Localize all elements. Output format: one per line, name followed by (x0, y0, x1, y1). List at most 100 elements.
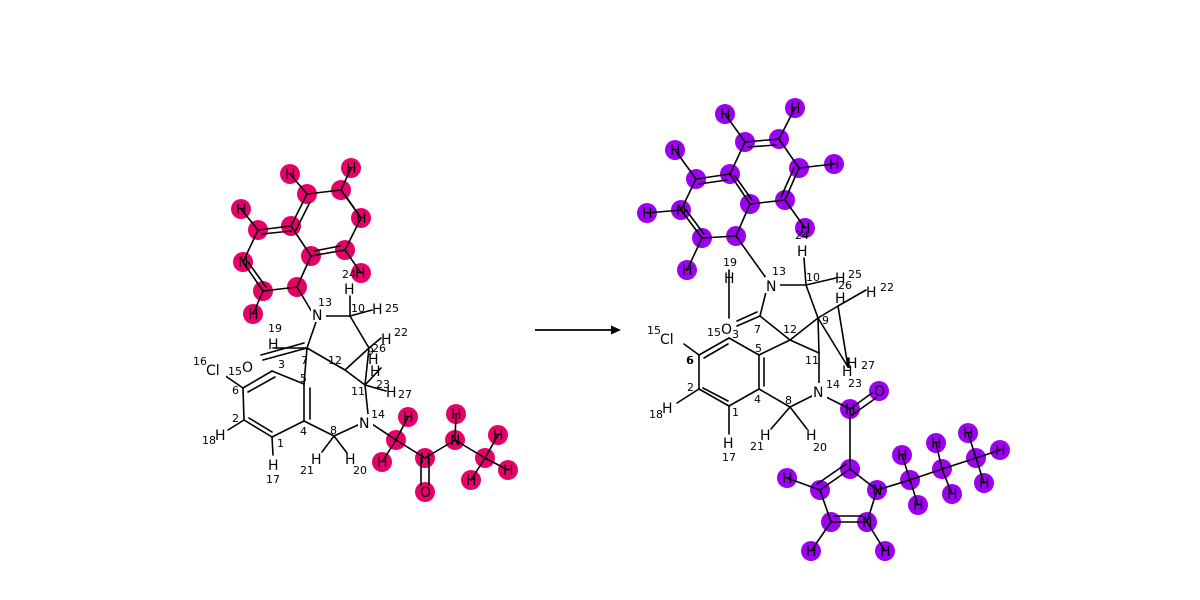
atom-number: 13 (772, 265, 786, 278)
product-highlight-labels: H H H H H N H H O H H H H H H H N H H N … (642, 101, 1006, 560)
atom-number: 23 (376, 378, 390, 391)
atom-number: 15 (228, 365, 242, 378)
atom-number: 2 (232, 412, 239, 425)
atom-number: 20 (353, 464, 367, 477)
atom-label: O (874, 384, 885, 400)
atom-label: N (450, 433, 460, 449)
atom-label: H (760, 428, 771, 444)
atom-number: 3 (732, 328, 739, 341)
atom-label: H (947, 487, 958, 503)
reactant-atom-numbers: 1 2 3 4 5 6 7 8 9 10 11 12 13 14 15 16 1… (193, 268, 412, 486)
atom-label: H (829, 157, 840, 173)
reactant-bonds (223, 167, 509, 486)
reactant-atom-labels: N N Cl O H H H H H H H H H H H H (206, 266, 397, 474)
arrow-head-icon (611, 325, 621, 335)
product-label-backs (658, 277, 827, 399)
atom-number: 8 (785, 394, 792, 407)
atom-label: Cl (206, 363, 220, 379)
atom-number: 19 (723, 256, 737, 269)
atom-number: 6 (687, 354, 694, 367)
atom-number: 11 (351, 385, 365, 398)
atom-label: N (238, 255, 248, 271)
atom-label: O (242, 360, 253, 376)
atom-label: H (346, 161, 357, 177)
reactant-label-backs (204, 306, 373, 430)
atom-number: 8 (330, 424, 337, 437)
product-atom-numbers: 1 2 3 4 5 6 7 8 9 10 11 12 13 14 15 15 1… (647, 229, 894, 464)
atom-number: 1 (277, 437, 284, 450)
atom-number: 9 (822, 314, 829, 327)
atom-label: H (372, 302, 383, 318)
atom-label: H (842, 364, 853, 380)
atom-number: 22 (880, 281, 894, 294)
atom-label: H (782, 471, 793, 487)
atom-label: N (862, 515, 872, 531)
reactant-molecule: N N Cl O H H H H H H H H H H H H H H H H… (193, 158, 518, 502)
atom-number: 10 (806, 271, 820, 284)
atom-number: 27 (398, 388, 412, 401)
atom-label: H (370, 364, 381, 380)
atom-label: H (979, 476, 990, 492)
atom-number: 18 (649, 408, 663, 421)
atom-number: 24 (795, 229, 809, 242)
reaction-arrow (535, 325, 621, 335)
atom-label: N (813, 385, 823, 401)
atom-number: 24 (342, 268, 356, 281)
atom-label: H (931, 436, 942, 452)
atom-number: 15 (647, 324, 661, 337)
atom-number: 4 (300, 425, 307, 438)
atom-number: 1 (732, 406, 739, 419)
atom-number: 6 (686, 354, 693, 367)
reactant-highlight-labels: H H H H N H H H H N H H H O H (236, 161, 514, 501)
atom-label: H (311, 452, 322, 468)
atom-label: H (215, 428, 226, 444)
atom-number: 19 (268, 322, 282, 335)
atom-label: N (766, 279, 776, 295)
atom-label: O (721, 322, 732, 338)
atom-number: 17 (266, 473, 280, 486)
atom-number: 25 (385, 302, 399, 315)
atom-label: H (847, 356, 858, 372)
atom-number: 27 (861, 359, 875, 372)
atom-label: H (377, 455, 388, 471)
atom-number: 25 (848, 268, 862, 281)
atom-label: H (345, 452, 356, 468)
atom-number: 6 (232, 384, 239, 397)
product-bonds (646, 107, 1001, 552)
atom-number: 12 (783, 323, 797, 336)
atom-number: 5 (755, 342, 762, 355)
atom-number: 10 (351, 302, 365, 315)
atom-number: 26 (838, 279, 852, 292)
atom-label: H (720, 107, 731, 123)
atom-number: 16 (193, 355, 207, 368)
atom-label: H (806, 428, 817, 444)
atom-number: 14 (826, 378, 840, 391)
atom-label: H (285, 167, 296, 183)
atom-label: H (724, 271, 735, 287)
atom-label: H (880, 544, 891, 560)
atom-label: H (381, 332, 392, 348)
atom-label: H (466, 473, 477, 489)
atom-label: H (723, 436, 734, 452)
atom-label: N (872, 483, 882, 499)
atom-label: H (835, 291, 846, 307)
atom-label: H (368, 352, 379, 368)
atom-label: H (248, 307, 259, 323)
atom-number: 18 (202, 434, 216, 447)
atom-number: 20 (813, 441, 827, 454)
atom-label: N (359, 416, 369, 432)
product-molecule: N N Cl O H H H H H H H H H H H H H H H H… (637, 98, 1010, 561)
atom-label: H (355, 266, 366, 282)
atom-number: 23 (848, 377, 862, 390)
atom-label: H (995, 443, 1006, 459)
atom-label: H (670, 143, 681, 159)
atom-number: 4 (754, 393, 761, 406)
atom-label: H (806, 544, 817, 560)
atom-number: 26 (372, 342, 386, 355)
product-atom-labels: N N Cl O H H H H H H H H H H H (660, 244, 877, 452)
atom-label: O (420, 485, 431, 501)
atom-label: H (797, 244, 808, 260)
atom-number: 12 (328, 354, 342, 367)
atom-number: 9 (367, 345, 374, 358)
